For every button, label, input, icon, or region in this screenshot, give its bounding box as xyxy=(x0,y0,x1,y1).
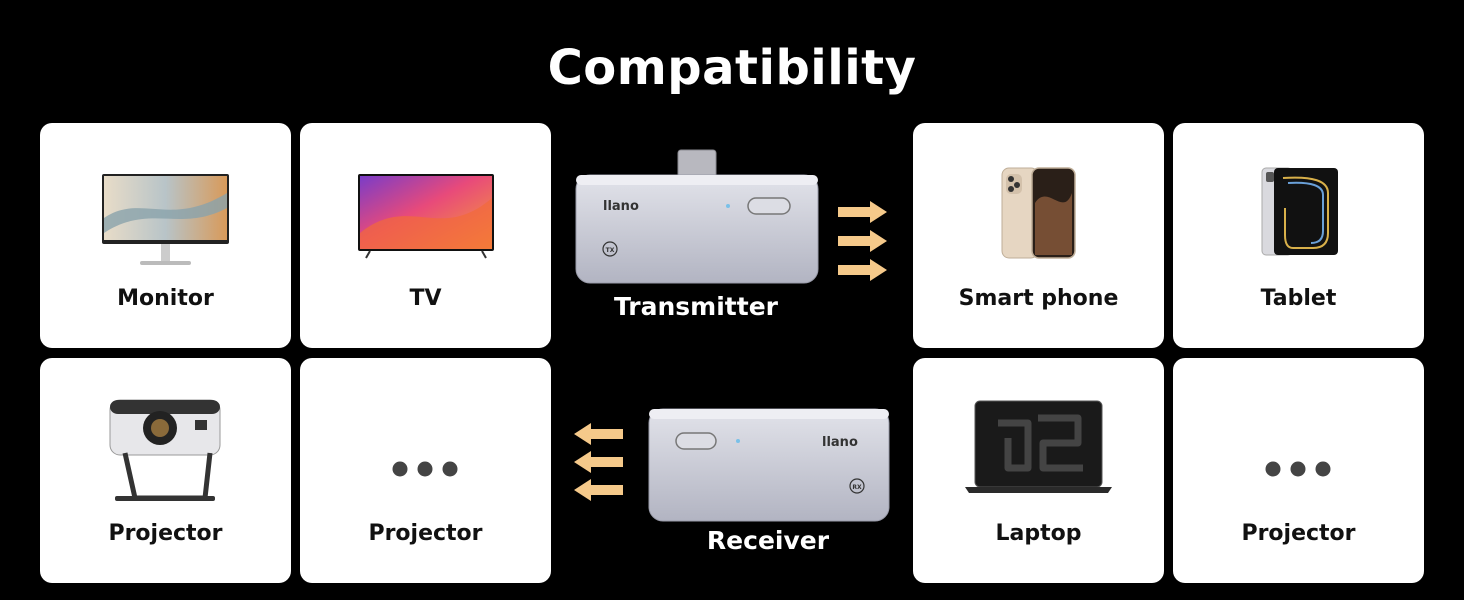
tv-icon xyxy=(358,174,494,259)
card-label: Smart phone xyxy=(958,286,1119,311)
arrows-left-icon xyxy=(574,423,623,501)
arrows-right-icon xyxy=(838,201,887,281)
more-dots-icon xyxy=(392,461,458,477)
projector-icon xyxy=(109,399,221,501)
transmitter-badge: TX xyxy=(606,247,615,254)
card-tablet: Tablet xyxy=(1173,123,1424,348)
card-smart-phone: Smart phone xyxy=(913,123,1164,348)
card-label: TV xyxy=(409,286,442,311)
card-projector: Projector xyxy=(40,358,291,583)
tablet-icon xyxy=(1261,167,1338,256)
transmitter-brand: llano xyxy=(603,199,639,214)
card-label: Monitor xyxy=(117,286,214,311)
card-monitor: Monitor xyxy=(40,123,291,348)
smartphone-icon xyxy=(1001,167,1076,259)
page-title: Compatibility xyxy=(547,40,917,96)
card-tv: TV xyxy=(300,123,551,348)
receiver-badge: RX xyxy=(852,484,862,491)
transmitter-label: Transmitter xyxy=(614,292,778,321)
monitor-icon xyxy=(102,174,229,265)
card-more-right: Projector xyxy=(1173,358,1424,583)
receiver-brand: llano xyxy=(822,435,858,450)
card-label: Projector xyxy=(1241,521,1356,546)
card-label: Tablet xyxy=(1260,286,1337,311)
card-label: Projector xyxy=(108,521,223,546)
transmitter-device-image: llano TX xyxy=(575,149,819,284)
laptop-icon xyxy=(965,400,1112,493)
card-more: Projector xyxy=(300,358,551,583)
receiver-label: Receiver xyxy=(706,526,830,555)
card-laptop: Laptop xyxy=(913,358,1164,583)
receiver-device-image: llano RX xyxy=(648,408,890,522)
card-label: Laptop xyxy=(995,521,1082,546)
card-label: Projector xyxy=(368,521,483,546)
more-dots-icon xyxy=(1265,461,1331,477)
